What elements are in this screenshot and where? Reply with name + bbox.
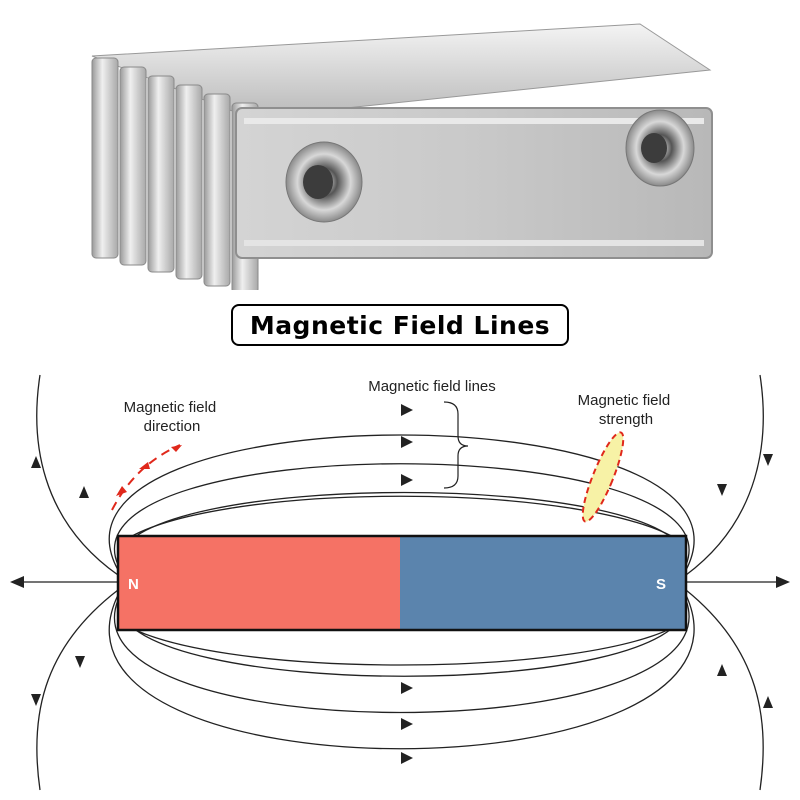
field-strength-label: Magnetic field strength bbox=[578, 392, 675, 428]
field-line-bottom-2 bbox=[114, 599, 690, 714]
field-line-bottom-3 bbox=[108, 594, 695, 750]
magnet-slice bbox=[91, 57, 119, 259]
magnet-south-pole bbox=[400, 536, 686, 630]
arrow-up-icon bbox=[763, 696, 773, 708]
field-strength-indicator bbox=[581, 431, 625, 523]
field-direction-indicator bbox=[111, 444, 182, 511]
field-line-top-inner bbox=[117, 495, 687, 546]
field-line-top-open-right bbox=[685, 374, 764, 576]
field-lines-diagram: N S Magnetic field direction Magnetic fi… bbox=[10, 374, 790, 791]
magnet-stack bbox=[91, 23, 713, 290]
field-line-top-2 bbox=[114, 463, 690, 566]
arrow-right-icon bbox=[401, 752, 413, 764]
field-lines-label: Magnetic field lines bbox=[368, 378, 496, 395]
magnet-slice bbox=[147, 75, 175, 273]
north-pole-label: N bbox=[128, 576, 139, 593]
field-line-top-3 bbox=[108, 434, 695, 571]
arrow-down-icon bbox=[75, 656, 85, 668]
south-pole-label: S bbox=[656, 576, 666, 593]
arrow-right-icon bbox=[401, 718, 413, 730]
product-photo bbox=[91, 23, 713, 290]
arrow-up-icon bbox=[717, 664, 727, 676]
bar-magnet: N S bbox=[116, 534, 688, 632]
field-direction-label: Magnetic field direction bbox=[124, 399, 221, 435]
magnet-slice bbox=[203, 93, 231, 287]
magnet-north-pole bbox=[118, 536, 400, 630]
arrow-right-icon bbox=[401, 682, 413, 694]
arrow-left-icon bbox=[10, 576, 24, 588]
field-lines-brace bbox=[443, 401, 469, 489]
field-line-top-open-left bbox=[36, 374, 119, 576]
arrow-right-icon bbox=[401, 474, 413, 486]
field-arrows bbox=[10, 404, 790, 764]
magnet-slice bbox=[175, 84, 203, 280]
arrow-up-icon bbox=[79, 486, 89, 498]
arrow-right-icon bbox=[776, 576, 790, 588]
field-lines bbox=[20, 374, 782, 791]
arrow-right-icon bbox=[401, 404, 413, 416]
field-line-bottom-mid bbox=[117, 604, 687, 677]
field-line-top-mid bbox=[117, 491, 687, 561]
field-line-bottom-open-right bbox=[685, 589, 764, 791]
arrow-down-icon bbox=[31, 694, 41, 706]
page-title: Magnetic Field Lines bbox=[231, 304, 569, 346]
arrow-up-icon bbox=[31, 456, 41, 468]
field-line-bottom-inner bbox=[117, 619, 687, 666]
arrow-right-icon bbox=[401, 436, 413, 448]
arrow-down-icon bbox=[763, 454, 773, 466]
magnet-slice bbox=[119, 66, 147, 266]
field-line-bottom-open-left bbox=[36, 589, 119, 791]
arrow-down-icon bbox=[717, 484, 727, 496]
